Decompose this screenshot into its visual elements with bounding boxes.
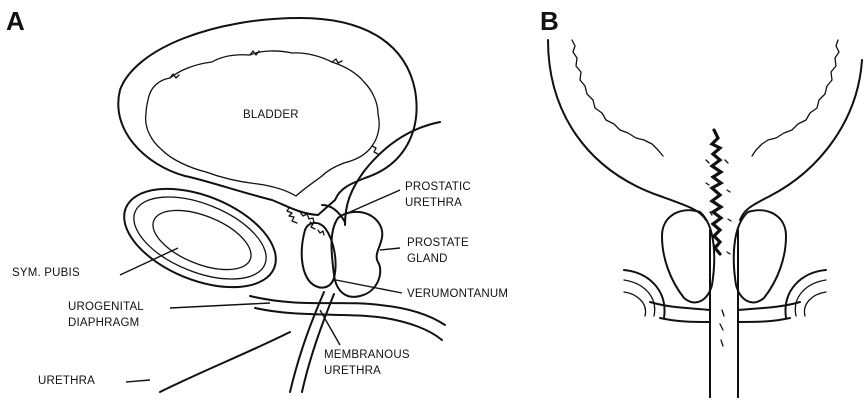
label-verumontanum: VERUMONTANUM: [407, 288, 508, 300]
b-pubis-left: [624, 270, 665, 318]
panel-a-letter: A: [6, 6, 25, 36]
label-membranous-2: URETHRA: [324, 365, 381, 377]
b-urethra-stipple: [712, 130, 721, 254]
label-urogenital-1: UROGENITAL: [68, 301, 144, 313]
urogenital-diaphragm-upper: [250, 296, 445, 325]
b-bladder-outer-left: [548, 40, 706, 220]
b-bladder-inner-right: [752, 40, 839, 156]
b-prostate-lobe-left: [662, 210, 714, 302]
panel-b: B: [540, 6, 862, 398]
bladder-posterior-wall: [345, 122, 440, 225]
leader-prostate-gland: [380, 248, 400, 250]
b-bladder-inner-left: [572, 40, 663, 156]
b-pubis-right: [785, 270, 826, 318]
label-urethra: URETHRA: [38, 375, 95, 387]
label-bladder: BLADDER: [243, 109, 299, 121]
label-membranous-1: MEMBRANOUS: [324, 349, 410, 361]
label-prostate-gland-2: GLAND: [407, 253, 448, 265]
b-diaphragm-left-upper: [650, 302, 710, 310]
label-prostatic-urethra-1: PROSTATIC: [405, 181, 471, 193]
leader-urethra: [126, 380, 150, 382]
label-urogenital-2: DIAPHRAGM: [68, 317, 139, 329]
urethra-lower-line: [160, 332, 290, 392]
label-prostatic-urethra-2: URETHRA: [405, 197, 462, 209]
leader-prostatic-urethra: [350, 190, 400, 212]
b-diaphragm-right-upper: [738, 302, 800, 310]
lining-wiggle: [170, 51, 378, 154]
b-prostate-lobe-right: [734, 210, 786, 302]
b-urethra-center-dots: [720, 310, 724, 346]
verumontanum-body: [302, 223, 336, 288]
b-bladder-outer-right: [740, 60, 862, 220]
label-sym-pubis: SYM. PUBIS: [12, 267, 80, 279]
label-prostate-gland-1: PROSTATE: [407, 237, 469, 249]
b-diaphragm-right-lower: [738, 318, 790, 322]
panel-a: A: [6, 6, 508, 392]
b-diaphragm-left-lower: [660, 318, 710, 322]
urethra-outer: [290, 292, 324, 392]
panel-b-letter: B: [540, 6, 559, 36]
symphysis-pubis: [110, 169, 290, 307]
